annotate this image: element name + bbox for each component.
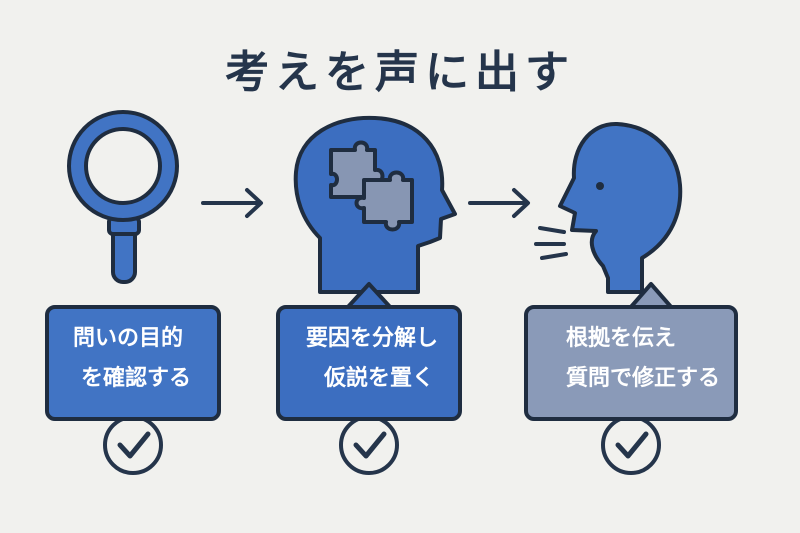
arrow-right-icon xyxy=(201,188,263,218)
page-title: 考えを声に出す xyxy=(225,47,575,98)
speaking-head-icon xyxy=(558,121,683,294)
speech-lines-icon xyxy=(534,226,568,260)
step-label-line: 根拠を伝え xyxy=(566,326,677,351)
step-box-confirm-purpose: 問いの目的 を確認する xyxy=(45,305,221,421)
head-puzzle-icon xyxy=(293,115,457,294)
step-box-explain-reasoning: 根拠を伝え 質問で修正する xyxy=(524,305,738,421)
step-label-line: 仮説を置く xyxy=(324,366,435,391)
step-label-line: を確認する xyxy=(81,366,192,391)
check-circle-icon xyxy=(339,415,399,475)
magnifying-glass-icon xyxy=(67,110,179,284)
step-label-line: 問いの目的 xyxy=(73,326,184,351)
arrow-right-icon xyxy=(468,188,530,218)
check-circle-icon xyxy=(601,415,661,475)
check-circle-icon xyxy=(103,415,163,475)
step-label-line: 要因を分解し xyxy=(306,326,439,351)
step-label-line: 質問で修正する xyxy=(566,366,721,391)
step-box-decompose-factors: 要因を分解し 仮説を置く xyxy=(276,305,462,421)
